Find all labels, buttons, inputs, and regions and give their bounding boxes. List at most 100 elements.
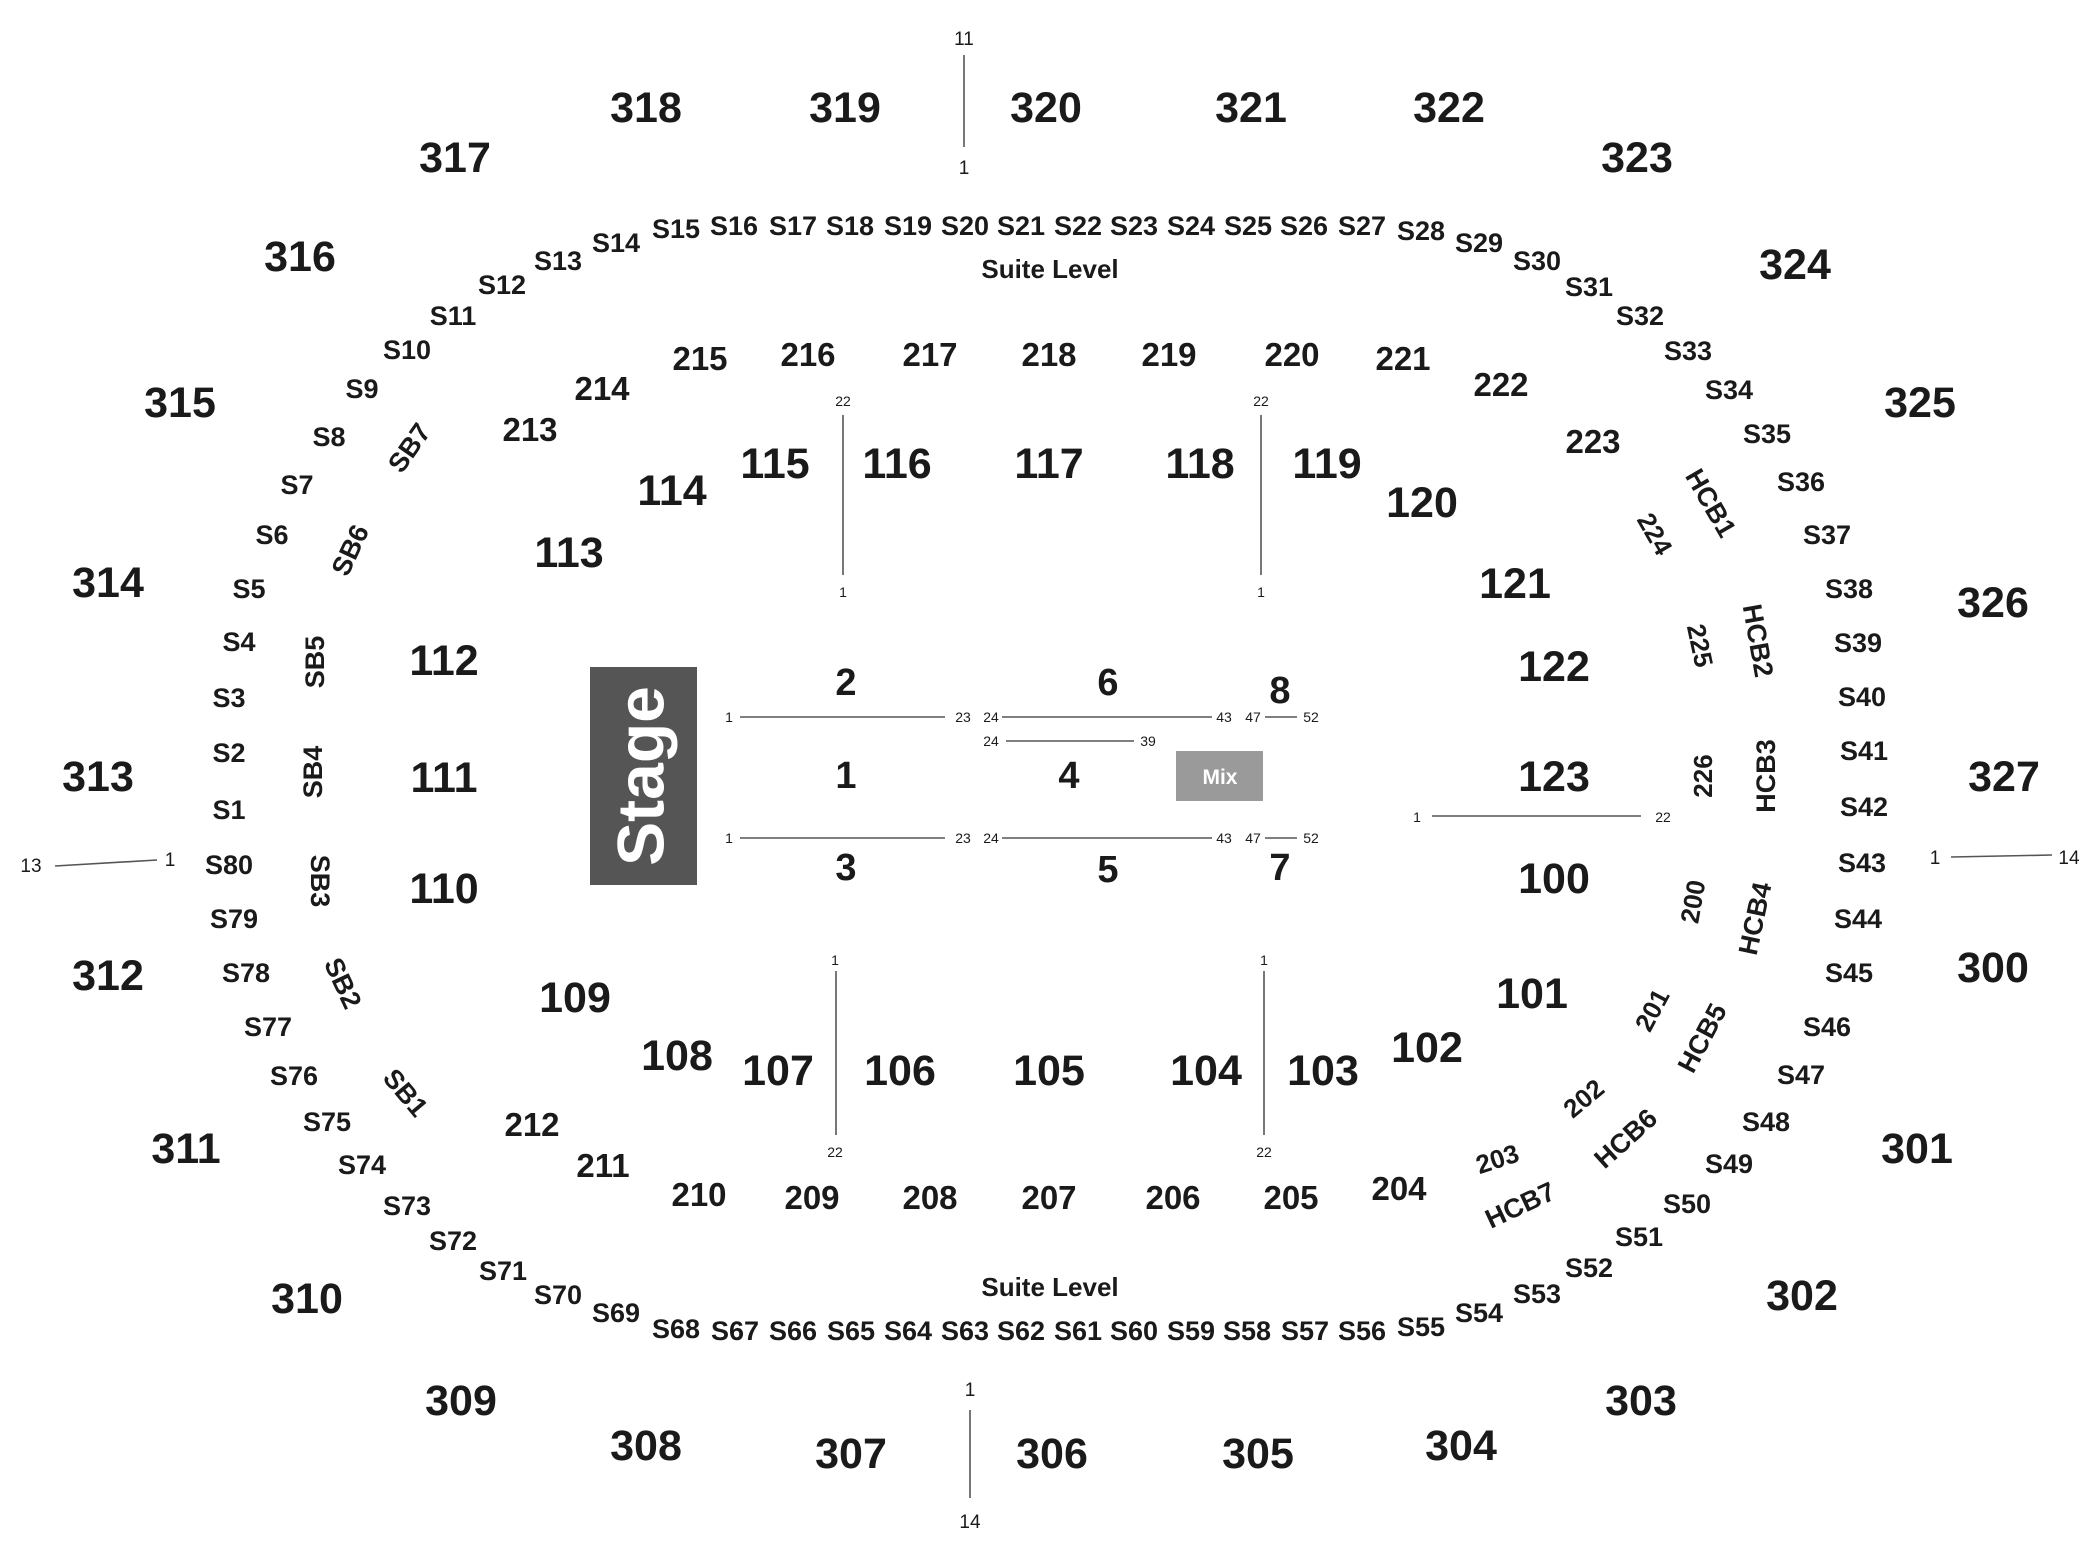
section-313[interactable]: 313	[62, 753, 134, 801]
suite-s11[interactable]: S11	[430, 301, 477, 331]
section-111[interactable]: 111	[411, 754, 478, 802]
suite-s55[interactable]: S55	[1397, 1312, 1445, 1342]
suite-s68[interactable]: S68	[652, 1314, 700, 1344]
section-212[interactable]: 212	[504, 1106, 559, 1143]
suite-s52[interactable]: S52	[1565, 1253, 1613, 1283]
section-118[interactable]: 118	[1165, 440, 1234, 488]
suite-s43[interactable]: S43	[1838, 848, 1886, 878]
suite-s12[interactable]: S12	[478, 270, 526, 300]
suite-s80[interactable]: S80	[205, 850, 253, 880]
suite-s67[interactable]: S67	[711, 1316, 759, 1346]
section-225[interactable]: 225	[1681, 621, 1719, 670]
section-320[interactable]: 320	[1010, 84, 1082, 132]
suite-s14[interactable]: S14	[592, 228, 640, 258]
section-311[interactable]: 311	[151, 1125, 220, 1173]
section-112[interactable]: 112	[409, 637, 478, 685]
suite-s27[interactable]: S27	[1338, 211, 1386, 241]
section-110[interactable]: 110	[409, 865, 478, 913]
section-205[interactable]: 205	[1263, 1179, 1318, 1216]
section-301[interactable]: 301	[1881, 1125, 1953, 1173]
stage-block[interactable]	[590, 667, 697, 885]
section-307[interactable]: 307	[815, 1430, 887, 1478]
suite-s56[interactable]: S56	[1338, 1316, 1386, 1346]
suite-s32[interactable]: S32	[1616, 301, 1664, 331]
section-102[interactable]: 102	[1391, 1024, 1463, 1072]
hc-box-hcb4[interactable]: HCB4	[1733, 880, 1778, 958]
hc-box-hcb2[interactable]: HCB2	[1737, 602, 1779, 680]
section-218[interactable]: 218	[1021, 336, 1076, 373]
suite-s72[interactable]: S72	[429, 1226, 477, 1256]
suite-s60[interactable]: S60	[1110, 1316, 1158, 1346]
section-122[interactable]: 122	[1518, 643, 1590, 691]
suite-s49[interactable]: S49	[1705, 1149, 1753, 1179]
suite-s44[interactable]: S44	[1834, 904, 1882, 934]
section-322[interactable]: 322	[1413, 84, 1485, 132]
section-318[interactable]: 318	[610, 84, 682, 132]
floor-section-3[interactable]: 3	[835, 847, 856, 889]
section-305[interactable]: 305	[1222, 1430, 1294, 1478]
suite-s62[interactable]: S62	[997, 1316, 1045, 1346]
suite-s73[interactable]: S73	[383, 1191, 431, 1221]
floor-section-8[interactable]: 8	[1269, 670, 1290, 712]
suite-s42[interactable]: S42	[1840, 792, 1888, 822]
section-100[interactable]: 100	[1518, 855, 1590, 903]
suite-box-sb4[interactable]: SB4	[298, 746, 328, 799]
section-224[interactable]: 224	[1631, 508, 1679, 561]
section-222[interactable]: 222	[1473, 366, 1528, 403]
section-207[interactable]: 207	[1021, 1179, 1076, 1216]
suite-s8[interactable]: S8	[312, 422, 345, 452]
section-113[interactable]: 113	[534, 529, 603, 577]
suite-s21[interactable]: S21	[997, 211, 1045, 241]
section-119[interactable]: 119	[1292, 440, 1361, 488]
section-101[interactable]: 101	[1496, 970, 1568, 1018]
suite-s20[interactable]: S20	[941, 211, 989, 241]
section-308[interactable]: 308	[610, 1422, 682, 1470]
suite-s15[interactable]: S15	[652, 214, 700, 244]
section-223[interactable]: 223	[1565, 423, 1620, 460]
suite-s47[interactable]: S47	[1777, 1060, 1825, 1090]
section-107[interactable]: 107	[742, 1047, 814, 1095]
suite-s2[interactable]: S2	[212, 738, 245, 768]
suite-s34[interactable]: S34	[1705, 375, 1753, 405]
suite-s39[interactable]: S39	[1834, 628, 1882, 658]
section-309[interactable]: 309	[425, 1377, 497, 1425]
section-217[interactable]: 217	[902, 336, 957, 373]
suite-s3[interactable]: S3	[212, 683, 245, 713]
section-324[interactable]: 324	[1759, 241, 1831, 289]
section-208[interactable]: 208	[902, 1179, 957, 1216]
suite-s6[interactable]: S6	[255, 520, 288, 550]
suite-s35[interactable]: S35	[1743, 419, 1791, 449]
suite-s33[interactable]: S33	[1664, 336, 1712, 366]
section-210[interactable]: 210	[671, 1176, 726, 1213]
section-321[interactable]: 321	[1215, 84, 1287, 132]
section-221[interactable]: 221	[1375, 340, 1430, 377]
section-319[interactable]: 319	[809, 84, 881, 132]
section-115[interactable]: 115	[740, 440, 809, 488]
suite-s75[interactable]: S75	[303, 1107, 351, 1137]
section-214[interactable]: 214	[574, 370, 630, 407]
section-325[interactable]: 325	[1884, 379, 1956, 427]
floor-section-7[interactable]: 7	[1269, 847, 1290, 889]
section-117[interactable]: 117	[1014, 440, 1083, 488]
section-200[interactable]: 200	[1674, 878, 1711, 926]
section-226[interactable]: 226	[1688, 754, 1718, 797]
suite-box-sb7[interactable]: SB7	[382, 418, 437, 478]
suite-s41[interactable]: S41	[1840, 736, 1888, 766]
section-120[interactable]: 120	[1386, 479, 1458, 527]
suite-s1[interactable]: S1	[212, 795, 245, 825]
hc-box-hcb5[interactable]: HCB5	[1672, 999, 1733, 1078]
suite-s5[interactable]: S5	[232, 574, 265, 604]
suite-s31[interactable]: S31	[1565, 272, 1613, 302]
suite-s18[interactable]: S18	[826, 211, 874, 241]
suite-s16[interactable]: S16	[710, 211, 758, 241]
suite-box-sb3[interactable]: SB3	[305, 855, 335, 908]
suite-s65[interactable]: S65	[827, 1316, 875, 1346]
section-315[interactable]: 315	[144, 379, 216, 427]
suite-s36[interactable]: S36	[1777, 467, 1825, 497]
hc-box-hcb6[interactable]: HCB6	[1588, 1103, 1663, 1174]
hc-box-hcb7[interactable]: HCB7	[1481, 1176, 1560, 1234]
suite-s77[interactable]: S77	[244, 1012, 292, 1042]
suite-s54[interactable]: S54	[1455, 1298, 1503, 1328]
suite-box-sb1[interactable]: SB1	[377, 1063, 434, 1123]
section-310[interactable]: 310	[271, 1275, 343, 1323]
